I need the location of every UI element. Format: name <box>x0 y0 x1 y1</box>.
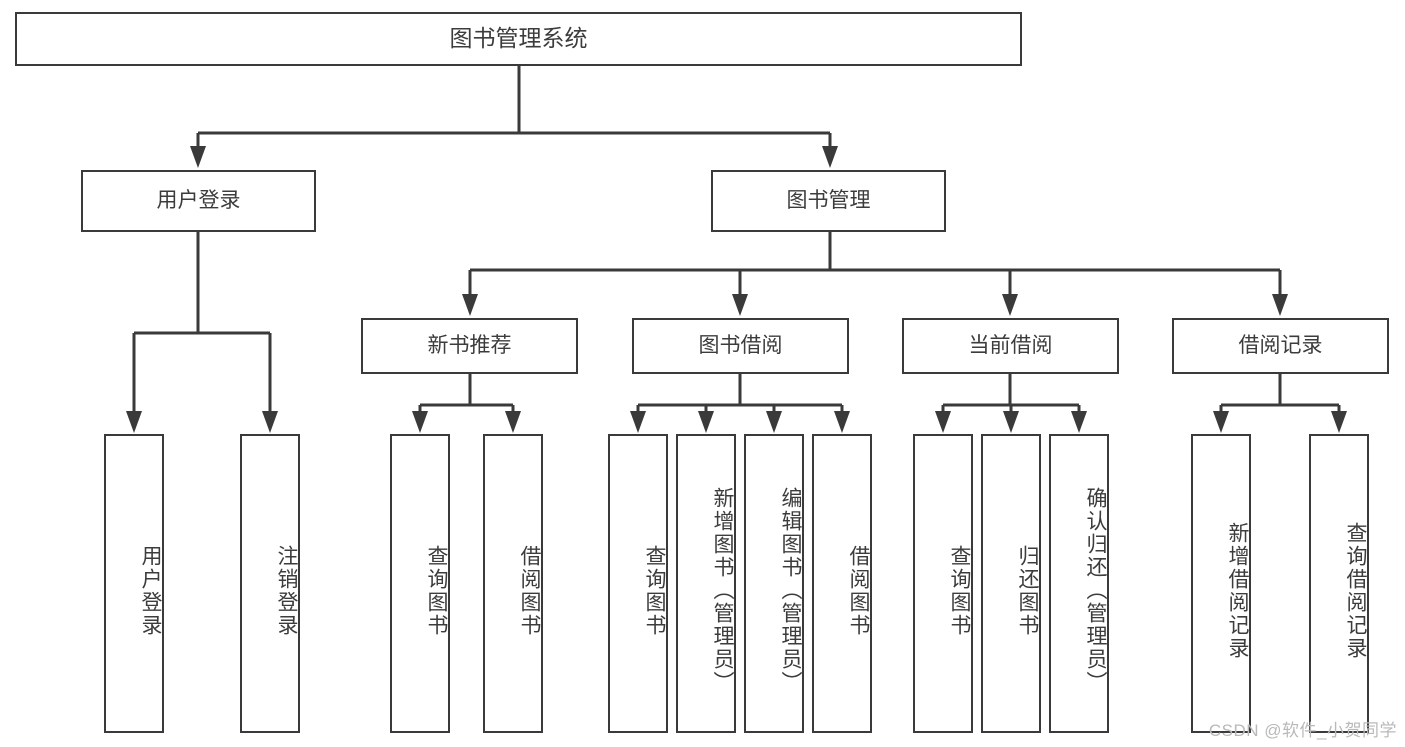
leaf-borrow-book-recommend[interactable]: 借阅图书 <box>483 434 543 733</box>
leaf-borrow-book[interactable]: 借阅图书 <box>812 434 872 733</box>
node-label: 当前借阅 <box>968 333 1053 357</box>
leaf-logout[interactable]: 注销登录 <box>240 434 300 733</box>
leaf-return-book[interactable]: 归还图书 <box>981 434 1041 733</box>
leaf-query-book-recommend[interactable]: 查询图书 <box>390 434 450 733</box>
leaf-query-book-current[interactable]: 查询图书 <box>913 434 973 733</box>
node-label: 查询图书 <box>425 544 448 637</box>
node-label: 查询借阅记录 <box>1344 521 1367 660</box>
node-root-system[interactable]: 图书管理系统 <box>15 12 1022 66</box>
leaf-add-borrow-record[interactable]: 新增借阅记录 <box>1191 434 1251 733</box>
node-label: 图书借阅 <box>698 333 783 357</box>
node-label: 新增借阅记录 <box>1226 521 1249 660</box>
node-label: 借阅记录 <box>1238 333 1323 357</box>
node-label: 借阅图书 <box>847 544 870 637</box>
watermark: CSDN @软件_小贺同学 <box>1208 721 1397 740</box>
node-label: 用户登录 <box>156 188 241 212</box>
node-label: 新增图书（管理员） <box>711 487 734 694</box>
node-label: 新书推荐 <box>427 333 512 357</box>
node-label: 查询图书 <box>643 544 666 637</box>
node-user-login[interactable]: 用户登录 <box>81 170 316 232</box>
node-label: 查询图书 <box>948 544 971 637</box>
node-book-borrow[interactable]: 图书借阅 <box>632 318 849 374</box>
leaf-add-book-admin[interactable]: 新增图书（管理员） <box>676 434 736 733</box>
node-label: 借阅图书 <box>518 544 541 637</box>
leaf-user-login[interactable]: 用户登录 <box>104 434 164 733</box>
leaf-confirm-return-admin[interactable]: 确认归还（管理员） <box>1049 434 1109 733</box>
node-book-management[interactable]: 图书管理 <box>711 170 946 232</box>
node-label: 编辑图书（管理员） <box>779 487 802 694</box>
leaf-edit-book-admin[interactable]: 编辑图书（管理员） <box>744 434 804 733</box>
node-label: 用户登录 <box>139 544 162 637</box>
node-label: 图书管理系统 <box>449 25 588 52</box>
leaf-query-borrow-record[interactable]: 查询借阅记录 <box>1309 434 1369 733</box>
node-current-borrow[interactable]: 当前借阅 <box>902 318 1119 374</box>
node-new-book-recommend[interactable]: 新书推荐 <box>361 318 578 374</box>
node-borrow-records[interactable]: 借阅记录 <box>1172 318 1389 374</box>
node-label: 确认归还（管理员） <box>1084 487 1107 694</box>
leaf-query-book-borrow[interactable]: 查询图书 <box>608 434 668 733</box>
node-label: 注销登录 <box>275 544 298 637</box>
node-label: 图书管理 <box>786 188 871 212</box>
node-label: 归还图书 <box>1016 544 1039 637</box>
